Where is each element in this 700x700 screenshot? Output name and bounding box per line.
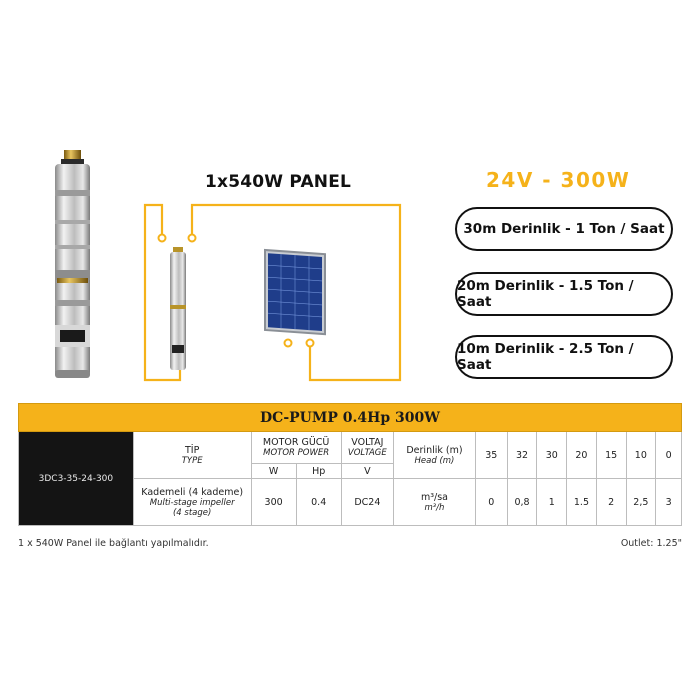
wiring-diagram [143,203,402,382]
panel-title: 1x540W PANEL [205,172,352,192]
flow-value-cell: 1 [536,478,568,526]
head-value-cell: 35 [474,431,508,479]
flow-value-cell: 3 [655,478,682,526]
capacity-badge-10m: 10m Derinlik - 2.5 Ton / Saat [455,335,673,379]
hp-unit-label: Hp [295,463,342,479]
voltage-power-title: 24V - 300W [486,168,631,192]
head-label: Derinlik (m) [406,444,463,456]
flow-value-cell: 2,5 [625,478,657,526]
type-label: TİP [184,444,200,456]
connection-note: 1 x 540W Panel ile bağlantı yapılmalıdır… [18,538,209,549]
type-value: Kademeli (4 kademe) [141,486,244,498]
head-value-cell: 32 [506,431,538,479]
type-value-en: Multi-stage impeller [149,497,235,508]
flow-unit-en: m³/h [424,502,445,513]
head-value-cell: 15 [595,431,627,479]
voltage-label-en: VOLTAGE [347,448,387,458]
head-value-cell: 0 [655,431,682,479]
volt-unit-label: V [340,463,394,479]
capacity-badge-30m: 30m Derinlik - 1 Ton / Saat [455,207,673,251]
head-value-cell: 30 [536,431,568,479]
watt-unit-label: W [250,463,297,479]
head-label-en: Head (m) [414,455,455,466]
solar-panel-icon [264,248,326,336]
head-value-cell: 20 [566,431,597,479]
model-code: 3DC3-35-24-300 [18,431,134,526]
capacity-badge-20m: 20m Derinlik - 1.5 Ton / Saat [455,272,673,316]
motor-power-label-en: MOTOR POWER [263,448,330,458]
flow-unit: m³/sa [420,491,448,503]
flow-value-cell: 0,8 [506,478,538,526]
flow-value-cell: 1.5 [566,478,597,526]
outlet-note: Outlet: 1.25" [620,538,682,549]
voltage-label: VOLTAJ [351,437,384,448]
type-label-en: TYPE [181,455,203,466]
flow-value-cell: 2 [595,478,627,526]
watt-value: 300 [250,478,297,526]
hp-value: 0.4 [295,478,342,526]
type-value-en-2: (4 stage) [172,507,212,518]
flow-value-cell: 0 [474,478,508,526]
head-value-cell: 10 [625,431,657,479]
submersible-pump-image [55,150,90,378]
motor-power-label: MOTOR GÜCÜ [262,437,330,448]
voltage-value: DC24 [340,478,394,526]
small-pump-icon [170,247,186,370]
table-title: DC-PUMP 0.4Hp 300W [18,403,682,432]
